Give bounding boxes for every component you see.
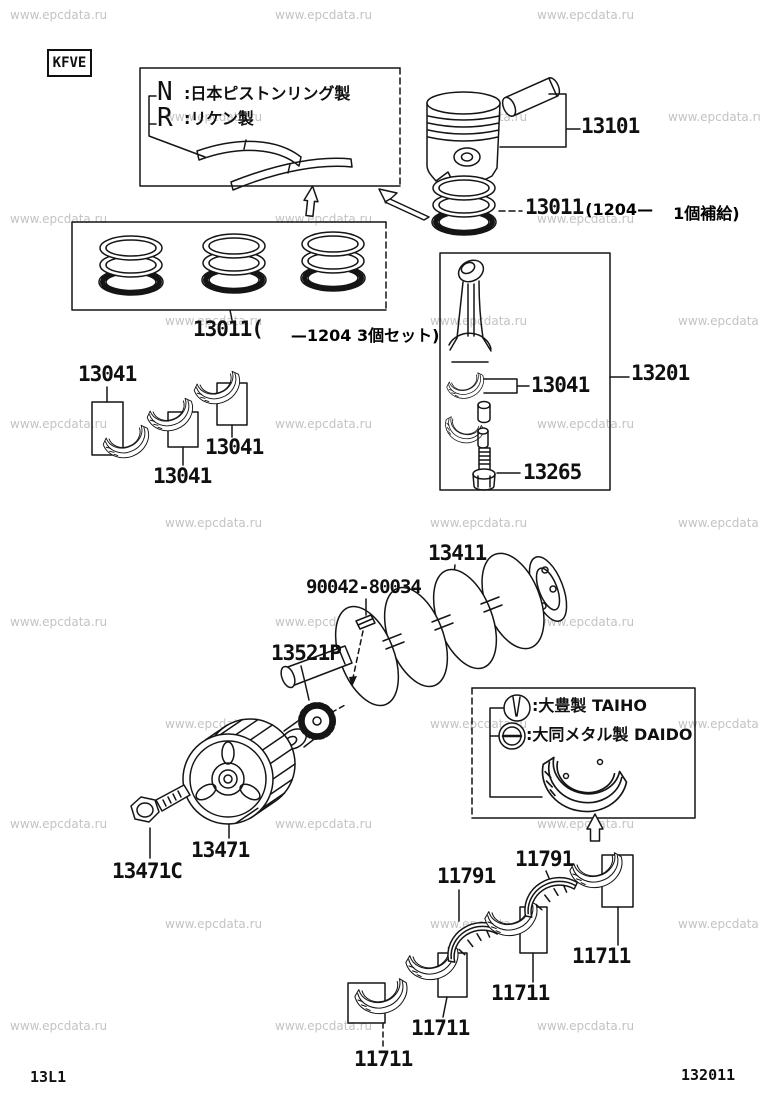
label-piston-ring-set-note: —1204 3個セット) [290, 326, 440, 345]
label-main-bearing-3: 11711 [411, 1016, 470, 1040]
watermark: www.epcdata.ru [678, 516, 760, 530]
watermark: www.epcdata.ru [430, 516, 528, 530]
legend-n-symbol: N [157, 77, 173, 107]
label-piston: 13101 [581, 114, 640, 138]
label-crankshaft-gear: 13521P [271, 641, 342, 665]
legend-pointer-arrow [303, 185, 319, 218]
label-main-bearing-2: 11711 [491, 981, 550, 1005]
label-crankshaft: 13411 [428, 541, 487, 565]
diagram-code-right: 132011 [681, 1066, 736, 1084]
compression-ring-drawing [196, 139, 353, 191]
watermark: www.epcdata.ru [165, 314, 263, 328]
watermark: www.epcdata.ru [430, 314, 528, 328]
rod-bearing-group [91, 369, 248, 466]
label-rod-bearing-2: 13041 [205, 435, 264, 459]
watermark: www.epcdata.ru [10, 615, 108, 629]
watermark: www.epcdata.ru [678, 917, 760, 931]
legend-r-symbol: R [157, 103, 173, 133]
label-piston-ring-set: 13011( —1204 3個セット) [193, 319, 439, 346]
watermark: www.epcdata.ru [275, 417, 373, 431]
pulley-bolt-drawing [130, 784, 191, 859]
crankshaft-pulley-drawing [182, 718, 296, 839]
label-main-bearing-4: 11711 [354, 1047, 413, 1071]
label-rod-bearing-1: 13041 [78, 362, 137, 386]
label-piston-ring-single-number: 13011 [525, 195, 584, 219]
label-piston-ring-set-number: 13011( [193, 317, 264, 341]
label-main-bearing-1: 11711 [572, 944, 631, 968]
diagram-code-left: 13L1 [30, 1068, 67, 1086]
watermark: www.epcdata.ru [537, 817, 635, 831]
cursor-arrow [378, 188, 430, 221]
watermark: www.epcdata.ru [537, 212, 635, 226]
watermark: www.epcdata.ru [10, 1019, 108, 1033]
label-thrust-washer-1: 11791 [437, 864, 496, 888]
maker-box-pointer-arrow [586, 813, 604, 842]
ring-set-box [71, 221, 387, 321]
crankshaft-gear-drawing [281, 665, 336, 750]
legend-box [139, 67, 401, 191]
watermark: www.epcdata.ru [275, 8, 373, 22]
label-taiho-maker: :大豊製 TAIHO [532, 696, 647, 715]
label-rod-bearing-4: 13041 [531, 373, 590, 397]
watermark: www.epcdata.ru [10, 8, 108, 22]
legend-r-text: :リケン製 [184, 109, 254, 128]
label-rod-bearing-3: 13041 [153, 464, 212, 488]
maker-box [471, 687, 696, 821]
watermark: www.epcdata.ru [678, 717, 760, 731]
label-rod-bolt: 13265 [523, 460, 582, 484]
watermark: www.epcdata.ru [10, 417, 108, 431]
connecting-rod-box [439, 252, 630, 491]
taiho-symbol [503, 694, 531, 722]
main-bearing-group [347, 850, 634, 1049]
label-piston-ring-single-note-b: 1個補給) [673, 204, 740, 223]
watermark: www.epcdata.ru [678, 314, 760, 328]
label-piston-ring-single: 13011 (1204— 1個補給) [525, 197, 740, 224]
label-pulley-bolt: 13471C [112, 859, 183, 883]
watermark: www.epcdata.ru [537, 1019, 635, 1033]
watermark: www.epcdata.ru [537, 8, 635, 22]
label-thrust-washer-2: 11791 [515, 847, 574, 871]
crankshaft-drawing [280, 552, 568, 707]
watermark: www.epcdata.ru [165, 917, 263, 931]
label-connecting-rod: 13201 [631, 361, 690, 385]
watermark: www.epcdata.ru [10, 817, 108, 831]
label-piston-ring-single-note-a: (1204— [585, 200, 654, 219]
crankshaft-key-drawing [349, 598, 376, 687]
watermark: www.epcdata.ru [668, 110, 760, 124]
watermark: www.epcdata.ru [165, 110, 263, 124]
watermark: www.epcdata.ru [275, 817, 373, 831]
piston-drawing [426, 77, 581, 185]
label-daido-maker: :大同メタル製 DAIDO [526, 725, 693, 744]
label-crankshaft-pulley: 13471 [191, 838, 250, 862]
watermark: www.epcdata.ru [165, 516, 263, 530]
variant-badge: KFVE [47, 49, 92, 77]
legend-n-text: :日本ピストンリング製 [184, 84, 351, 103]
label-crankshaft-key: 90042-80034 [306, 576, 422, 598]
